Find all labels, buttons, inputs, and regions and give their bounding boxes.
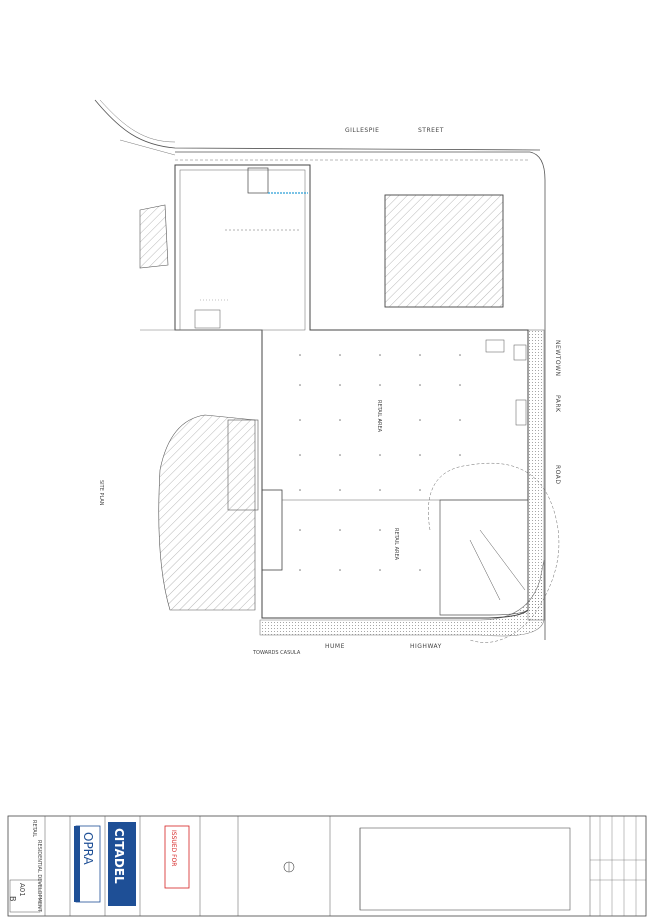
street-label-newtown: NEWTOWN: [554, 340, 561, 377]
street-label-highway: HIGHWAY: [410, 643, 442, 650]
project-line-1: RETAIL: [31, 820, 37, 837]
retail-area-label-1: RETAIL AREA: [376, 400, 382, 433]
corner-tenancy: [439, 499, 529, 616]
citadel-logo: [108, 822, 136, 906]
access-road: [94, 99, 541, 151]
site-plan-drawing: GILLESPIE STREET NEWTOWN PARK ROAD HUME …: [94, 99, 561, 656]
building-outline: [174, 164, 529, 619]
sheet-number: A01: [18, 883, 26, 897]
retail-area-label-2: RETAIL AREA: [393, 528, 399, 561]
street-label-road: ROAD: [554, 465, 561, 485]
street-label-hume: HUME: [325, 643, 345, 650]
footpath-south: [259, 559, 545, 637]
plan-caption: SITE PLAN: [98, 480, 104, 506]
revision-table: [590, 816, 646, 916]
hatched-neighbour-1: [139, 204, 169, 269]
project-line-2: RESIDENTIAL DEVELOPMENT: [36, 840, 42, 913]
issued-stamp: [164, 825, 190, 889]
stamp-text: ISSUED FOR: [170, 830, 177, 866]
opra-logo-text: OPRA: [81, 832, 95, 866]
street-label-towards-casula: TOWARDS CASULA: [252, 650, 301, 656]
citadel-logo-text: CITADEL: [112, 828, 126, 884]
revision-letter: B: [8, 896, 17, 902]
street-label-park: PARK: [554, 395, 561, 413]
hatched-building-north: [384, 194, 504, 308]
street-label-gillespie-2: STREET: [418, 127, 444, 134]
column-grid: [299, 354, 461, 571]
title-block: RETAIL RESIDENTIAL DEVELOPMENT A01 B OPR…: [7, 815, 647, 917]
street-label-gillespie-1: GILLESPIE: [345, 127, 379, 134]
hatched-neighbour-2: [158, 414, 256, 611]
